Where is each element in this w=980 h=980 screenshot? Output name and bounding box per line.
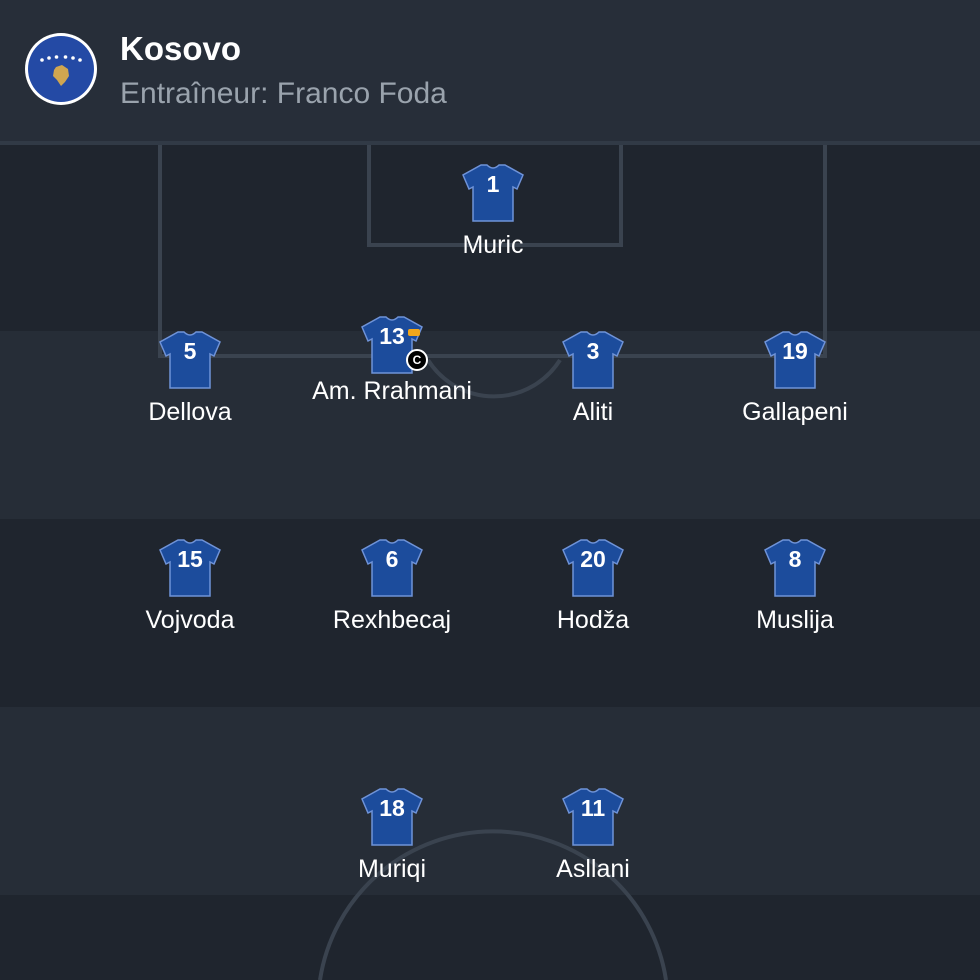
player-name: Muric: [462, 231, 524, 259]
player-card[interactable]: 18 Muriqi: [292, 787, 492, 884]
jersey-number: 20: [580, 546, 606, 572]
jersey-icon: 11: [561, 787, 625, 847]
player-name: Rexhbecaj: [332, 606, 452, 634]
player-name: Am. Rrahmani: [312, 377, 472, 405]
coach-name: Entraîneur: Franco Foda: [120, 77, 447, 110]
jersey-icon: 19: [763, 330, 827, 390]
team-name: Kosovo: [120, 30, 242, 67]
player-card[interactable]: 11 Asllani: [493, 787, 693, 884]
player-card[interactable]: 1 Muric: [393, 163, 593, 260]
team-header: Kosovo Entraîneur: Franco Foda: [0, 0, 980, 141]
jersey-icon: 8: [763, 538, 827, 598]
jersey-number: 8: [788, 546, 802, 572]
jersey-icon: 3: [561, 330, 625, 390]
captain-armband-icon: [408, 329, 420, 336]
jersey-icon: 5: [158, 330, 222, 390]
player-card[interactable]: 3 Aliti: [493, 330, 693, 427]
jersey-number: 11: [580, 795, 606, 821]
player-card[interactable]: 8 Muslija: [695, 538, 895, 635]
jersey-number: 15: [177, 546, 203, 572]
jersey-icon: 18: [360, 787, 424, 847]
jersey-number: 5: [183, 338, 197, 364]
jersey-number: 1: [486, 171, 500, 197]
jersey-number: 6: [385, 546, 399, 572]
jersey-icon: 20: [561, 538, 625, 598]
pitch-markings: [158, 145, 827, 980]
pitch-stripe: [0, 895, 980, 980]
player-name: Muriqi: [357, 855, 427, 883]
player-name: Vojvoda: [145, 606, 235, 634]
player-card[interactable]: 20 Hodža: [493, 538, 693, 635]
player-name: Gallapeni: [742, 398, 848, 426]
player-name: Asllani: [556, 855, 630, 883]
player-card[interactable]: 13 C Am. Rrahmani: [292, 315, 492, 406]
jersey-number: 13: [379, 323, 405, 349]
jersey-number: 18: [379, 795, 405, 821]
jersey-icon: 15: [158, 538, 222, 598]
header-divider: [0, 141, 980, 145]
kosovo-flag-icon: [25, 33, 97, 105]
player-card[interactable]: 5 Dellova: [90, 330, 290, 427]
jersey-number: 19: [782, 338, 808, 364]
captain-badge: C: [406, 349, 428, 371]
player-card[interactable]: 19 Gallapeni: [695, 330, 895, 427]
pitch-stripe: [0, 331, 980, 519]
player-name: Dellova: [148, 398, 232, 426]
player-card[interactable]: 6 Rexhbecaj: [292, 538, 492, 635]
player-name: Aliti: [572, 398, 614, 426]
player-name: Muslija: [756, 606, 834, 634]
jersey-icon: 6: [360, 538, 424, 598]
jersey-icon: 1: [461, 163, 525, 223]
player-card[interactable]: 15 Vojvoda: [90, 538, 290, 635]
player-name: Hodža: [556, 606, 630, 634]
pitch: 1 Muric 5 Dellova 13 C Am. Rrahmani: [0, 145, 980, 980]
pitch-stripe: [0, 707, 980, 895]
jersey-number: 3: [586, 338, 600, 364]
jersey-icon: 13 C: [360, 315, 428, 375]
